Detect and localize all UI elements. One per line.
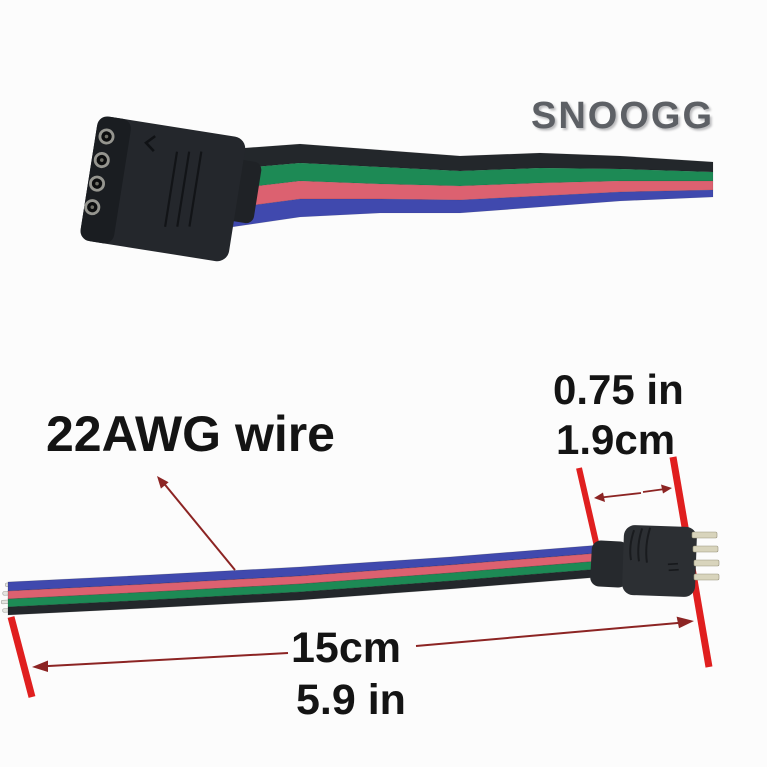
- width-arrow-right: [642, 484, 672, 494]
- male-connector: [590, 525, 720, 597]
- connector-width-inches-label: 0.75 in: [553, 366, 684, 413]
- emboss-mark: [667, 562, 679, 572]
- socket-hole-2: [93, 152, 110, 169]
- socket-hole-4: [84, 199, 101, 216]
- dimension-arrows: [32, 476, 694, 672]
- socket-hole-1: [98, 128, 115, 145]
- grip-ridges-female: [164, 151, 203, 227]
- cable-length-inches-label: 5.9 in: [296, 676, 406, 724]
- grip-ridges-male: [629, 527, 652, 563]
- connector-width-cm-label: 1.9cm: [556, 416, 676, 463]
- pin-2: [692, 545, 719, 553]
- male-connector-neck: [590, 540, 629, 588]
- brand-logo-text: SNOOGG: [531, 95, 715, 137]
- tick-connector-left: [576, 467, 601, 552]
- tick-cable-left: [7, 616, 36, 698]
- connector-pins: [691, 531, 720, 581]
- socket-hole-3: [89, 175, 106, 192]
- wire-gauge-arrow: [157, 476, 236, 571]
- wire-blue-top: [231, 189, 714, 228]
- female-connector: [80, 116, 262, 262]
- wire-gauge-label: 22AWG wire: [46, 406, 335, 462]
- length-arrow-right: [415, 616, 694, 647]
- pin-4: [693, 573, 720, 581]
- pin-3: [693, 559, 720, 567]
- polarity-arrow-mark: [144, 135, 156, 152]
- rgb-ribbon-top: [231, 143, 714, 228]
- pin-1: [691, 531, 718, 539]
- width-arrow-left: [594, 492, 642, 502]
- cable-length-cm-label: 15cm: [291, 624, 401, 672]
- socket-holes: [84, 128, 115, 216]
- length-arrow-left: [32, 652, 289, 672]
- male-connector-body: [622, 525, 697, 597]
- rgb-ribbon-bottom: [0, 544, 601, 616]
